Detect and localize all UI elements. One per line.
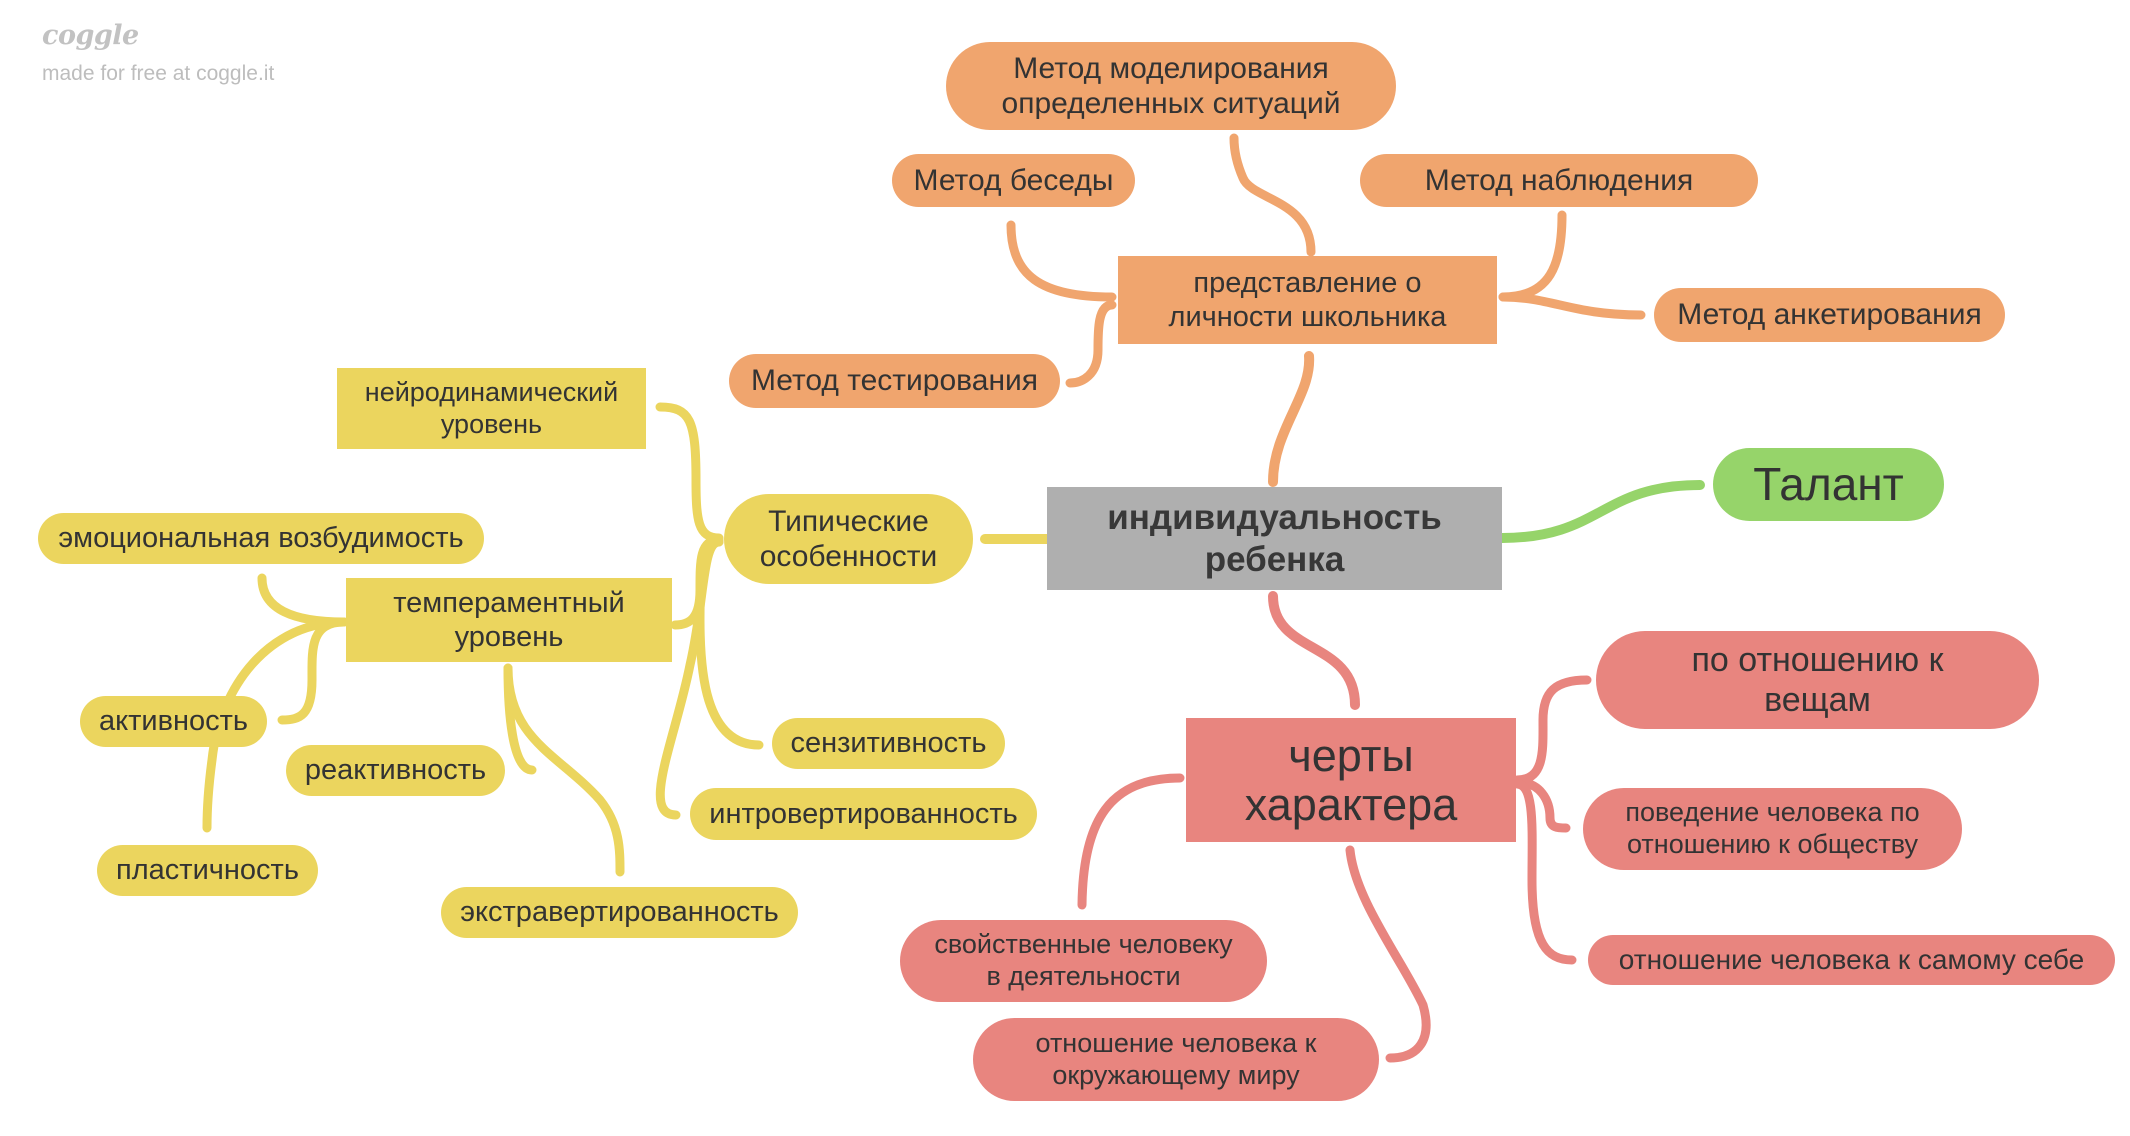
connector-representation-conversation <box>1006 220 1117 302</box>
node-introversion[interactable]: интровертированность <box>690 788 1037 840</box>
node-sensitivity[interactable]: сензитивность <box>772 718 1005 769</box>
connector-character-things <box>1512 675 1592 785</box>
node-to-things[interactable]: по отношению к вещам <box>1596 631 2039 729</box>
node-to-world[interactable]: отношение человека к окружающему миру <box>973 1018 1379 1101</box>
node-method-modeling[interactable]: Метод моделирования определенных ситуаци… <box>946 42 1396 130</box>
connector-typical-introversion <box>655 537 724 820</box>
node-character-traits[interactable]: черты характера <box>1186 718 1516 842</box>
connector-center-character <box>1268 591 1360 710</box>
node-method-conversation[interactable]: Метод беседы <box>892 154 1135 207</box>
node-emotional-excitability[interactable]: эмоциональная возбудимость <box>38 513 484 564</box>
connector-representation-observation <box>1498 210 1567 302</box>
connector-temperament-emotional <box>257 573 349 627</box>
node-temperament[interactable]: темпераментный уровень <box>346 578 672 662</box>
node-talent[interactable]: Талант <box>1713 448 1944 521</box>
connector-representation-testing <box>1065 300 1117 388</box>
connector-temperament-activity <box>277 617 349 725</box>
connector-center-representation <box>1268 351 1315 487</box>
node-to-self[interactable]: отношение человека к самому себе <box>1588 935 2115 985</box>
connector-temperament-extraversion <box>503 663 625 877</box>
node-method-observation[interactable]: Метод наблюдения <box>1360 154 1758 207</box>
node-typical-features[interactable]: Типические особенности <box>724 494 973 584</box>
connector-typical-neurodynamic <box>655 402 724 543</box>
node-extraversion[interactable]: экстравертированность <box>441 887 798 938</box>
node-representation[interactable]: представление о личности школьника <box>1118 256 1497 344</box>
connector-representation-modeling <box>1229 133 1316 257</box>
connector-character-in-activity <box>1077 773 1185 910</box>
connector-center-talent <box>1497 480 1705 543</box>
connector-character-world <box>1345 845 1431 1063</box>
node-activity[interactable]: активность <box>80 696 267 747</box>
connector-character-self <box>1512 779 1577 965</box>
made-by-caption: made for free at coggle.it <box>42 62 275 85</box>
coggle-logo: coggle <box>42 20 139 51</box>
node-method-testing[interactable]: Метод тестирования <box>729 354 1060 408</box>
connector-representation-questionnaire <box>1498 292 1646 320</box>
node-neurodynamic[interactable]: нейродинамический уровень <box>337 368 646 449</box>
node-method-questionnaire[interactable]: Метод анкетирования <box>1654 288 2005 342</box>
node-reactivity[interactable]: реактивность <box>286 745 505 796</box>
connector-character-society <box>1512 777 1571 833</box>
node-in-activity[interactable]: свойственные человеку в деятельности <box>900 920 1267 1002</box>
node-plasticity[interactable]: пластичность <box>97 845 318 896</box>
node-center[interactable]: индивидуальность ребенка <box>1047 487 1502 590</box>
node-to-society[interactable]: поведение человека по отношению к общест… <box>1583 788 1962 870</box>
